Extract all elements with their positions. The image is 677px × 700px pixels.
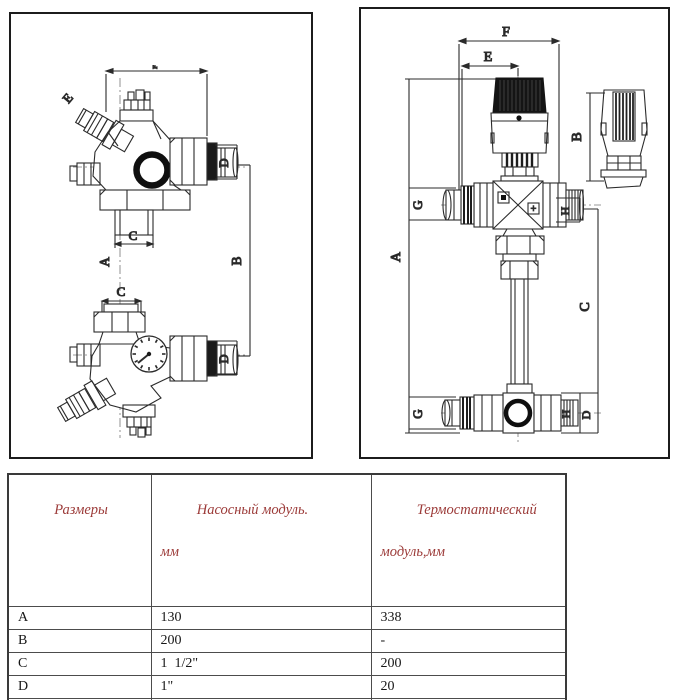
dim-bracket-h-d-bottom: H D	[558, 392, 598, 434]
dim-line-f: F	[457, 24, 561, 212]
cell-pump-value: 130	[150, 606, 372, 631]
dim-label-a: A	[389, 251, 404, 262]
cell-pump-value: 200	[150, 629, 372, 654]
thermostatic-module-panel: F E A C	[359, 7, 670, 459]
top-nut	[93, 303, 146, 345]
dim-label-c-top: C	[129, 228, 138, 243]
union-right-top	[542, 182, 585, 228]
bleed-fitting	[122, 404, 156, 438]
dim-label-f-small: F	[152, 65, 159, 69]
header-text: Термостатический	[416, 502, 537, 519]
table-row: D 1" 20	[7, 675, 567, 700]
flow-symbol-plus: +	[531, 204, 537, 215]
head-nut-ridges	[505, 153, 534, 167]
dim-bracket-g-top: G	[409, 187, 456, 221]
dim-label-b: B	[570, 132, 585, 141]
cell-pump-value: 1"	[150, 675, 372, 700]
table-row: C 1 1/2" 200	[7, 652, 567, 677]
cell-pump-value: 1 1/2"	[150, 652, 372, 677]
table-row: E 1/2" 54	[7, 698, 567, 700]
header-text-line2: мм	[160, 544, 180, 561]
header-text: Размеры	[54, 502, 108, 519]
bottom-valve: C	[56, 283, 239, 438]
valve-stem	[56, 377, 117, 423]
cell-thermo-value: 20	[370, 675, 567, 700]
dim-label-c: C	[578, 302, 593, 311]
dim-label-f: F	[502, 25, 510, 40]
cell-dimension-letter: C	[7, 652, 152, 677]
table-row: A 130 338	[7, 606, 567, 631]
dim-label-c-bottom: C	[117, 284, 126, 299]
head-ribs	[499, 80, 541, 111]
detached-head	[600, 89, 648, 189]
port-ring	[133, 151, 171, 189]
dim-line-a: A	[388, 78, 496, 434]
head-indicator-dot	[516, 115, 522, 121]
dim-label-g-top: G	[410, 200, 425, 209]
union-right	[169, 335, 239, 382]
detached-head-ribs	[615, 93, 634, 140]
drain-plug	[69, 343, 101, 367]
dim-label-b: B	[229, 256, 244, 265]
valve-stem	[74, 107, 135, 153]
dim-bracket-d-bottom: D	[215, 340, 238, 376]
pump-module-panel: F	[9, 12, 313, 459]
bottom-nut	[99, 189, 191, 236]
dim-label-h-top: H	[558, 206, 572, 215]
cell-dimension-letter: B	[7, 629, 152, 654]
flow-symbol-plus-box	[527, 202, 540, 215]
tee-port-ring	[503, 398, 533, 428]
union-left-top	[442, 182, 494, 228]
cell-dimension-letter: A	[7, 606, 152, 631]
thermometer-gauge	[130, 335, 168, 373]
flow-symbol-square	[497, 191, 510, 204]
dim-label-d-bottom: D	[579, 410, 593, 419]
dim-label-h-bottom: H	[559, 409, 573, 418]
dim-line-c-top: C	[113, 227, 155, 248]
thermostatic-head	[490, 77, 549, 182]
cross-valve-body: +	[492, 180, 544, 230]
dim-label-a: A	[97, 257, 112, 267]
header-pump-module: Насосный модуль. мм	[150, 473, 372, 608]
dim-line-b: B	[228, 164, 251, 357]
header-text: Насосный модуль.	[196, 502, 309, 519]
thermostatic-module-drawing: F E A C	[388, 24, 648, 443]
dim-bracket-d-top: D	[215, 144, 238, 180]
union-right	[169, 137, 239, 186]
dim-line-c: C	[577, 208, 599, 433]
cell-thermo-value: 338	[370, 606, 567, 631]
dim-label-e: E	[59, 90, 76, 106]
riser-pipe	[510, 278, 529, 385]
dim-line-e: E	[460, 49, 520, 195]
gauge-needle	[137, 353, 150, 364]
top-valve: E D	[59, 89, 239, 248]
header-thermostatic-module: Термостатический модуль,мм	[370, 473, 567, 608]
dim-label-d-top: D	[217, 158, 231, 167]
cell-thermo-value: 54	[370, 698, 567, 700]
table-header-row: Размеры Насосный модуль. мм Термостатиче…	[7, 473, 567, 608]
pump-module-drawing: F	[56, 64, 251, 438]
cell-thermo-value: -	[370, 629, 567, 654]
drain-plug	[69, 162, 101, 186]
bleed-fitting	[119, 89, 154, 122]
cell-dimension-letter: D	[7, 675, 152, 700]
lower-stack	[495, 228, 545, 394]
dim-label-g-bottom: G	[410, 409, 425, 418]
table-row: B 200 -	[7, 629, 567, 654]
dim-line-top-width: F	[104, 64, 209, 136]
header-text-line2: модуль,мм	[380, 544, 446, 561]
dim-bracket-g-bottom: G	[409, 396, 456, 430]
dimension-table: Размеры Насосный модуль. мм Термостатиче…	[7, 473, 567, 700]
dim-line-c-bottom: C	[100, 283, 143, 314]
header-dimensions: Размеры	[7, 473, 152, 608]
dim-line-b: B	[569, 92, 605, 182]
dim-bracket-h-top: H	[556, 197, 581, 223]
bottom-tee	[441, 392, 579, 434]
dimension-table-body: A 130 338 B 200 - C 1 1/2" 200 D 1" 20 E…	[7, 606, 567, 700]
cell-thermo-value: 200	[370, 652, 567, 677]
dim-label-e: E	[484, 50, 493, 65]
dim-label-d-bottom: D	[217, 354, 231, 363]
